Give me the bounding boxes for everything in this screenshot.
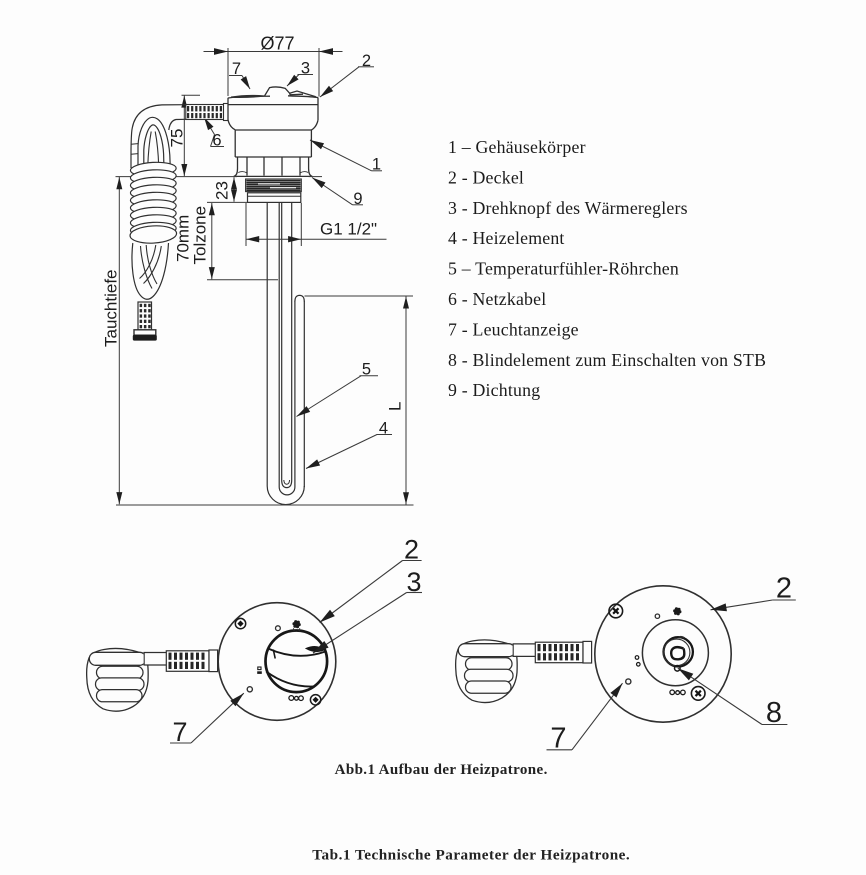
svg-text:23: 23 [213,181,232,200]
svg-text:70mm: 70mm [174,215,193,262]
svg-text:6 - Netzkabel: 6 - Netzkabel [448,289,546,309]
svg-text:Tolzone: Tolzone [191,206,210,265]
svg-text:7: 7 [172,717,187,747]
svg-text:7: 7 [550,723,566,755]
svg-text:1 – Gehäusekörper: 1 – Gehäusekörper [448,137,586,157]
svg-text:5: 5 [362,361,371,379]
svg-text:Ø77: Ø77 [260,34,294,54]
svg-text:3 - Drehknopf des Wärmereglers: 3 - Drehknopf des Wärmereglers [448,198,688,218]
svg-text:2 - Deckel: 2 - Deckel [448,167,524,187]
svg-text:7: 7 [232,60,241,78]
svg-text:6: 6 [212,132,221,150]
svg-text:8 - Blindelement zum Einschalt: 8 - Blindelement zum Einschalten von STB [448,350,766,370]
svg-text:8: 8 [766,697,782,729]
svg-text:2: 2 [776,573,792,605]
svg-text:3: 3 [301,60,310,78]
svg-text:9: 9 [353,190,362,208]
svg-text:L: L [386,402,405,411]
svg-text:7 - Leuchtanzeige: 7 - Leuchtanzeige [448,319,579,339]
svg-text:5 – Temperaturfühler-Röhrchen: 5 – Temperaturfühler-Röhrchen [448,259,679,279]
svg-text:4: 4 [379,420,388,438]
svg-text:4 - Heizelement: 4 - Heizelement [448,228,565,248]
svg-text:2: 2 [404,535,419,565]
svg-text:2: 2 [362,52,371,70]
svg-text:Tauchtiefe: Tauchtiefe [102,270,121,348]
svg-text:G1 1/2": G1 1/2" [320,220,377,239]
svg-text:Abb.1 Aufbau der Heizpatrone.: Abb.1 Aufbau der Heizpatrone. [335,762,548,778]
svg-text:75: 75 [168,129,187,148]
svg-text:1: 1 [372,156,381,174]
svg-text:Tab.1 Technische Parameter der: Tab.1 Technische Parameter der Heizpatro… [312,847,630,864]
svg-text:9 - Dichtung: 9 - Dichtung [448,380,540,400]
svg-text:3: 3 [406,567,421,597]
